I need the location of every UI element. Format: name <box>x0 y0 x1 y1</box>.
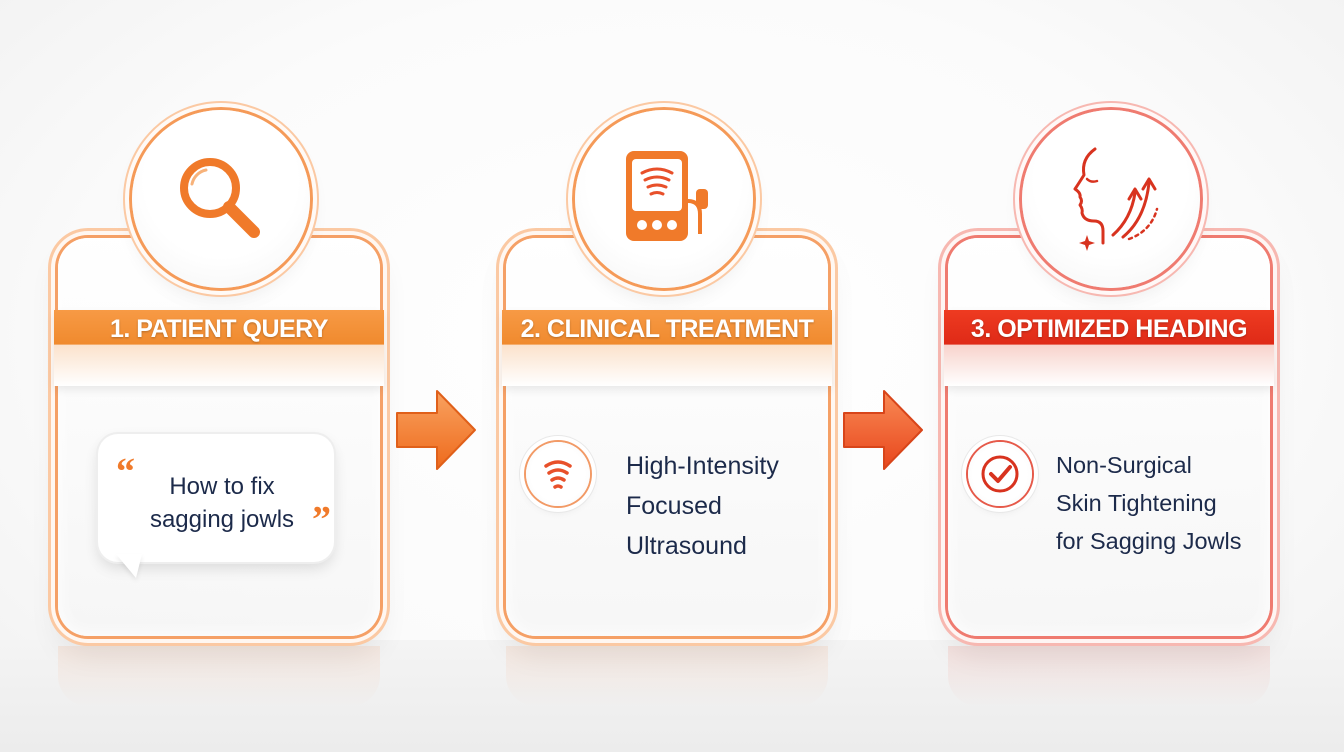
face-lift-icon <box>1022 110 1200 288</box>
query-line: How to fix <box>169 473 275 500</box>
card-reflection <box>58 646 380 706</box>
heading-line: Skin Tightening <box>1056 490 1217 516</box>
heading-text: Non-Surgical Skin Tightening for Sagging… <box>1056 446 1256 560</box>
step-title-band: 2. CLINICAL TREATMENT <box>502 310 832 386</box>
card-reflection <box>506 646 828 706</box>
ultrasound-device-icon <box>575 110 753 288</box>
step-card-patient-query: 1. PATIENT QUERY “ How to fix sagging jo… <box>54 238 384 636</box>
heading-line: Non-Surgical <box>1056 452 1192 478</box>
speech-bubble-tail <box>116 554 142 578</box>
open-quote-icon: “ <box>116 451 135 493</box>
treatment-text: High-Intensity Focused Ultrasound <box>626 446 826 566</box>
card-reflection <box>948 646 1270 706</box>
floor <box>0 640 1344 752</box>
step-card-clinical-treatment: 2. CLINICAL TREATMENT High-Intensity Foc… <box>502 238 832 636</box>
query-text: How to fix sagging jowls <box>142 470 302 536</box>
step-card-optimized-heading: 3. OPTIMIZED HEADING Non-Surgical Skin T… <box>944 238 1274 636</box>
ultrasound-waves-icon <box>526 442 590 506</box>
right-arrow-icon <box>393 385 479 475</box>
query-line: sagging jowls <box>149 506 295 533</box>
close-quote-icon: ” <box>312 499 331 541</box>
checkmark-icon <box>968 442 1032 506</box>
treatment-line: High-Intensity <box>626 452 779 480</box>
heading-line: for Sagging Jowls <box>1056 528 1242 554</box>
step-title: 1. PATIENT QUERY <box>110 314 328 343</box>
step-title-band: 1. PATIENT QUERY <box>54 310 384 386</box>
step-title-band: 3. OPTIMIZED HEADING <box>944 310 1274 386</box>
step-title: 3. OPTIMIZED HEADING <box>970 314 1248 343</box>
query-speech-bubble: “ How to fix sagging jowls ” <box>98 434 334 562</box>
magnifying-glass-icon <box>132 110 310 288</box>
right-arrow-icon <box>840 385 926 475</box>
treatment-line: Focused <box>626 492 722 520</box>
treatment-line: Ultrasound <box>626 532 747 560</box>
step-title: 2. CLINICAL TREATMENT <box>520 314 814 343</box>
